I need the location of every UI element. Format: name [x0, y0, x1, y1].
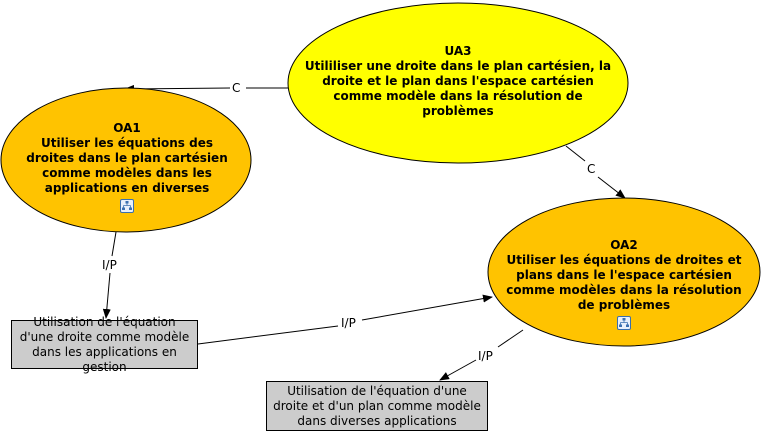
link-oa1-box1 — [102, 231, 117, 319]
node-oa2-title: OA2 — [610, 238, 638, 252]
node-box2[interactable]: Utilisation de l'équation d'une droite e… — [266, 381, 488, 431]
concept-map-icon[interactable] — [120, 199, 134, 213]
node-ua3-text: Utililiser une droite dans le plan carté… — [304, 59, 612, 118]
node-oa2-text: Utiliser les équations de droites et pla… — [506, 253, 742, 312]
link-label-ua3-oa1: C — [231, 81, 242, 95]
link-label-oa2-box2: I/P — [477, 349, 494, 363]
node-ua3-title: UA3 — [444, 44, 472, 58]
link-box1-oa2 — [197, 294, 493, 345]
concept-map-icon[interactable] — [617, 316, 631, 330]
node-oa2-shape[interactable] — [487, 197, 761, 347]
node-ua3-shape[interactable] — [287, 2, 629, 164]
link-label-box1-oa2: I/P — [340, 316, 357, 330]
link-label-oa1-box1: I/P — [101, 258, 118, 272]
node-oa1-title: OA1 — [113, 121, 141, 135]
node-oa2-label: OA2 Utiliser les équations de droites et… — [496, 238, 752, 330]
node-box1[interactable]: Utilisation de l'équation d'une droite c… — [11, 315, 198, 374]
node-oa1-shape[interactable] — [0, 87, 252, 233]
link-label-ua3-oa2: C — [586, 162, 597, 176]
node-ua3-label: UA3 Utililiser une droite dans le plan c… — [300, 44, 616, 119]
link-oa2-box2 — [439, 329, 524, 381]
link-ua3-oa2 — [565, 145, 626, 199]
node-oa1-text: Utiliser les équations des droites dans … — [26, 136, 228, 195]
node-oa1-label: OA1 Utiliser les équations des droites d… — [24, 121, 230, 213]
